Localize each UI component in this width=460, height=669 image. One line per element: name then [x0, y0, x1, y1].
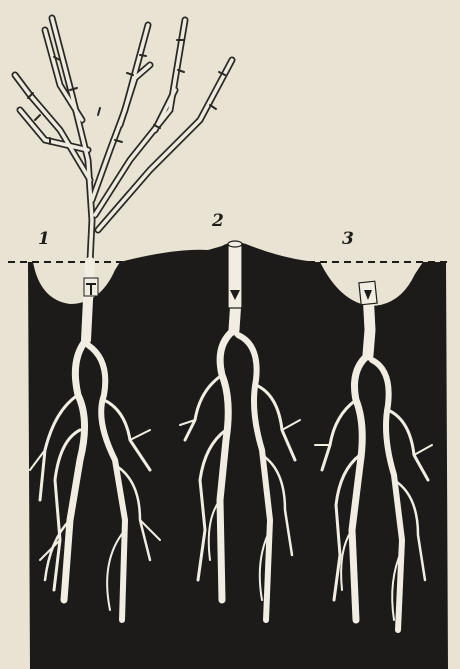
label-plant-1: 1	[38, 229, 50, 249]
graft-union-icon-2	[228, 241, 242, 308]
graft-union-icon-1	[84, 278, 98, 296]
label-plant-2: 2	[211, 211, 224, 231]
graft-union-icon-3	[359, 281, 377, 305]
rose-bush-icon	[15, 18, 232, 262]
label-plant-3: 3	[342, 229, 354, 249]
